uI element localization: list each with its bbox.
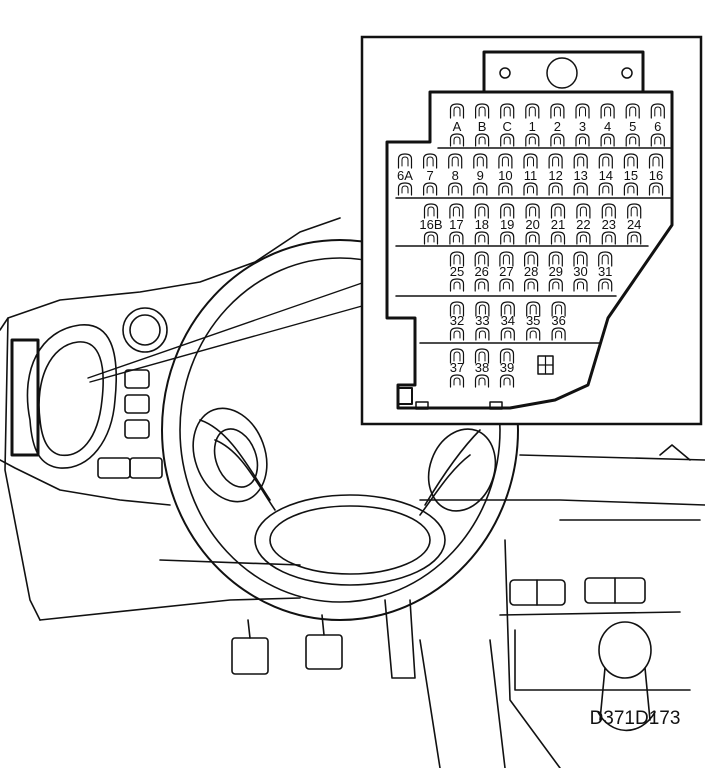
- fuse-label: 8: [452, 168, 459, 183]
- fuse-label: 10: [498, 168, 512, 183]
- fuse-6a: 6A: [397, 153, 413, 196]
- fuse-7: 7: [423, 153, 438, 196]
- fuse-label: 2: [554, 119, 561, 134]
- fuse-label: 38: [475, 360, 489, 375]
- fuse-c: C: [500, 103, 515, 147]
- fuse-6: 6: [650, 103, 665, 147]
- fuse-8: 8: [448, 153, 463, 196]
- fuse-a: A: [449, 103, 465, 147]
- fuse-label: 19: [500, 217, 514, 232]
- fuse-label: 20: [525, 217, 539, 232]
- fuse-2: 2: [550, 103, 565, 147]
- fuse-27: 27: [499, 251, 514, 292]
- fuse-31: 31: [598, 251, 612, 292]
- fuse-label: 6A: [397, 168, 413, 183]
- fuse-24: 24: [627, 203, 641, 245]
- fuse-label: 33: [475, 313, 489, 328]
- fuse-label: 16B: [419, 217, 442, 232]
- fuse-11: 11: [523, 153, 538, 196]
- fuse-label: 5: [629, 119, 636, 134]
- fuse-18: 18: [475, 203, 489, 245]
- fuse-label: 7: [426, 168, 433, 183]
- fuse-label: C: [503, 119, 512, 134]
- fuse-25: 25: [450, 251, 464, 292]
- fuse-label: 23: [602, 217, 616, 232]
- fuse-label: 1: [529, 119, 536, 134]
- mounting-hole-right: [621, 67, 633, 79]
- fuse-label: 6: [654, 119, 661, 134]
- fuse-23: 23: [602, 203, 616, 245]
- fuse-33: 33: [475, 301, 490, 341]
- fuse-38: 38: [475, 348, 489, 388]
- fuse-label: 17: [449, 217, 463, 232]
- fuse-label: 34: [501, 313, 515, 328]
- fuse-15: 15: [624, 153, 638, 196]
- inset-frame: [360, 35, 703, 426]
- fuse-label: 32: [450, 313, 464, 328]
- fuse-label: 35: [526, 313, 540, 328]
- fuse-label: 27: [499, 264, 513, 279]
- fuse-label: 16: [649, 168, 663, 183]
- fuse-label: 29: [549, 264, 563, 279]
- fuse-10: 10: [498, 153, 513, 196]
- fuse-4: 4: [600, 103, 615, 147]
- fuse-label: 21: [551, 217, 565, 232]
- fuse-label: 25: [450, 264, 464, 279]
- fuse-label: 3: [579, 119, 586, 134]
- fuse-label: 4: [604, 119, 611, 134]
- fuse-16b: 16B: [419, 203, 443, 245]
- fuse-22: 22: [576, 203, 591, 245]
- diagram-code: D371D173: [590, 708, 681, 729]
- fuse-label: 14: [599, 168, 613, 183]
- fuse-label: 9: [477, 168, 484, 183]
- fuse-label: 12: [548, 168, 562, 183]
- fuse-label: 37: [450, 360, 464, 375]
- fuse-9: 9: [473, 153, 488, 196]
- fuse-label: 28: [524, 264, 538, 279]
- fuse-32: 32: [450, 301, 464, 341]
- fuse-5: 5: [625, 103, 640, 147]
- fuse-29: 29: [549, 251, 563, 292]
- fuse-21: 21: [551, 203, 565, 245]
- fuse-26: 26: [474, 251, 489, 292]
- fuse-12: 12: [548, 153, 563, 196]
- fuse-20: 20: [525, 203, 540, 245]
- fuse-16: 16: [649, 153, 663, 196]
- fuse-label: 31: [598, 264, 612, 279]
- fuse-37: 37: [450, 348, 464, 388]
- fuse-34: 34: [501, 301, 515, 341]
- fuse-label: 18: [475, 217, 489, 232]
- fuse-label: 26: [474, 264, 488, 279]
- fuse-label: A: [453, 119, 462, 134]
- fuse-17: 17: [449, 203, 464, 245]
- fuse-30: 30: [573, 251, 588, 292]
- relay-symbol: [537, 355, 554, 375]
- mounting-hole-left: [499, 67, 511, 79]
- fuse-b: B: [475, 103, 490, 147]
- fuse-19: 19: [500, 203, 514, 245]
- fuse-28: 28: [524, 251, 538, 292]
- fuse-label: 15: [624, 168, 638, 183]
- fuse-box-outline: [385, 90, 674, 410]
- fuse-13: 13: [573, 153, 588, 196]
- fuse-label: B: [478, 119, 487, 134]
- fuse-35: 35: [526, 301, 540, 341]
- fuse-label: 39: [500, 360, 514, 375]
- fuse-14: 14: [599, 153, 613, 196]
- fuse-label: 11: [524, 168, 538, 183]
- mounting-hole-center: [546, 57, 578, 89]
- fuse-label: 24: [627, 217, 641, 232]
- fuse-label: 30: [573, 264, 587, 279]
- fuse-label: 22: [576, 217, 590, 232]
- fuse-1: 1: [525, 103, 540, 147]
- fuse-label: 36: [551, 313, 565, 328]
- fuse-3: 3: [575, 103, 590, 147]
- fuse-label: 13: [573, 168, 587, 183]
- dashboard-illustration: [0, 217, 705, 768]
- fuse-36: 36: [551, 301, 566, 341]
- fuse-39: 39: [500, 348, 514, 388]
